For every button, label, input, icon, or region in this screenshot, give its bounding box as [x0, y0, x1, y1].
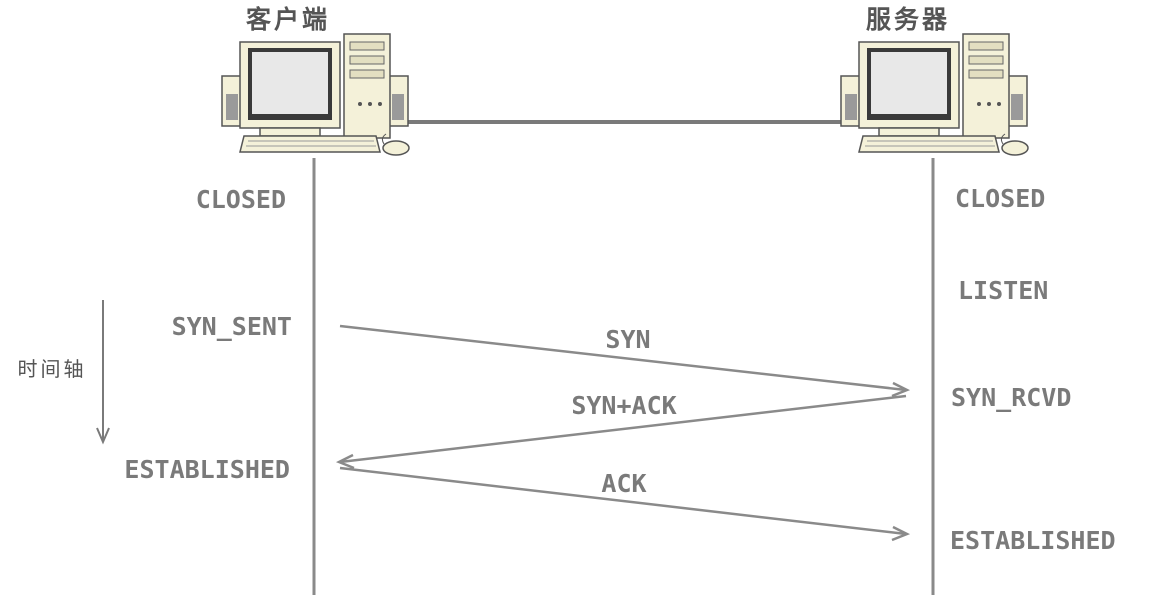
- server-state-established: ESTABLISHED: [950, 526, 1116, 555]
- server-state-closed: CLOSED: [955, 184, 1045, 213]
- syn-label: SYN: [605, 325, 650, 354]
- ack-arrow: [339, 466, 911, 542]
- syn-ack-arrow: [335, 394, 907, 470]
- ack-label: ACK: [601, 469, 646, 498]
- time-axis-arrowhead: [96, 427, 110, 445]
- time-axis-label: 时间轴: [18, 357, 87, 381]
- server-state-listen: LISTEN: [958, 276, 1048, 305]
- syn-arrow: [339, 324, 911, 398]
- server-state-syn-rcvd: SYN_RCVD: [951, 383, 1071, 412]
- client-state-closed: CLOSED: [196, 185, 286, 214]
- client-computer-icon: [221, 33, 410, 156]
- client-state-established: ESTABLISHED: [124, 455, 290, 484]
- syn-ack-label: SYN+ACK: [571, 391, 676, 420]
- server-computer-icon: [840, 33, 1029, 156]
- client-state-syn-sent: SYN_SENT: [172, 312, 292, 341]
- server-label: 服务器: [866, 5, 950, 34]
- client-label: 客户端: [246, 5, 330, 34]
